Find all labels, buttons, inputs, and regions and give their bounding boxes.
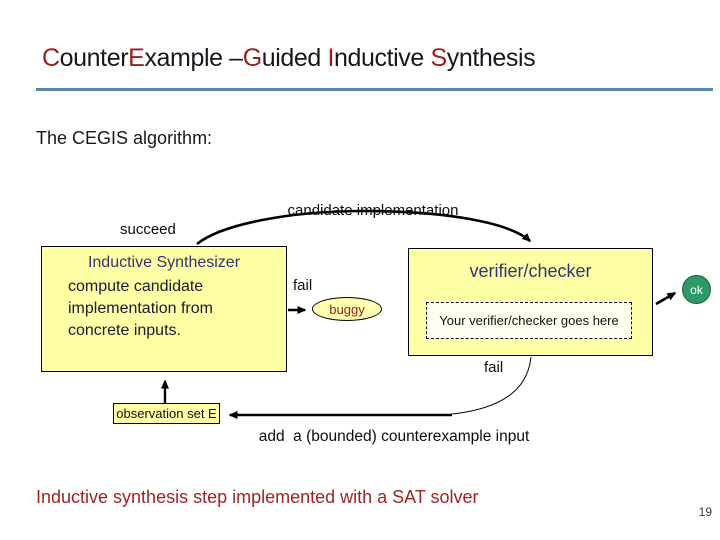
title-segment: nductive <box>334 44 431 72</box>
inductive-synthesizer-box: Inductive Synthesizer compute candidate … <box>41 246 287 372</box>
verifier-placeholder-text: Your verifier/checker goes here <box>439 313 619 328</box>
fail-label-left: fail <box>293 277 313 294</box>
candidate-implementation-label: candidate implementation <box>287 202 459 219</box>
verifier-to-ok-arrow <box>655 291 677 306</box>
title-segment: I <box>327 44 334 72</box>
title-segment: xample – <box>144 44 243 72</box>
synthesizer-body-line: compute candidate <box>68 278 204 295</box>
verifier-checker-box: verifier/checker Your verifier/checker g… <box>408 248 653 356</box>
verifier-checker-title: verifier/checker <box>469 261 592 281</box>
slide-title: CounterExample –Guided Inductive Synthes… <box>42 44 692 73</box>
ok-label: ok <box>690 282 703 297</box>
title-segment: G <box>242 44 262 72</box>
title-segment: S <box>430 44 447 72</box>
ok-ellipse: ok <box>682 275 711 304</box>
succeed-label: succeed <box>120 221 176 238</box>
slide-subtitle: The CEGIS algorithm: <box>36 128 213 148</box>
synthesizer-body-line: concrete inputs. <box>68 322 181 339</box>
buggy-ellipse: buggy <box>312 297 382 321</box>
title-divider-rule <box>36 88 713 91</box>
inductive-synthesizer-body: compute candidate implementation from co… <box>68 276 286 342</box>
title-segment: uided <box>261 44 328 72</box>
title-segment: E <box>128 44 145 72</box>
buggy-label: buggy <box>329 301 365 317</box>
title-segment: C <box>42 44 60 72</box>
observation-set-label: observation set E <box>116 406 217 421</box>
fail-label-right: fail <box>484 359 504 376</box>
title-segment: ounter <box>59 44 129 72</box>
verifier-placeholder-box: Your verifier/checker goes here <box>426 302 632 339</box>
page-number: 19 <box>698 505 712 519</box>
synthesizer-body-line: implementation from <box>68 300 213 317</box>
observation-set-box: observation set E <box>113 403 220 424</box>
title-segment: ynthesis <box>446 44 536 72</box>
inductive-synthesizer-title: Inductive Synthesizer <box>87 254 241 271</box>
footer-note: Inductive synthesis step implemented wit… <box>36 487 479 507</box>
add-counterexample-label: add a (bounded) counterexample input <box>258 428 530 445</box>
